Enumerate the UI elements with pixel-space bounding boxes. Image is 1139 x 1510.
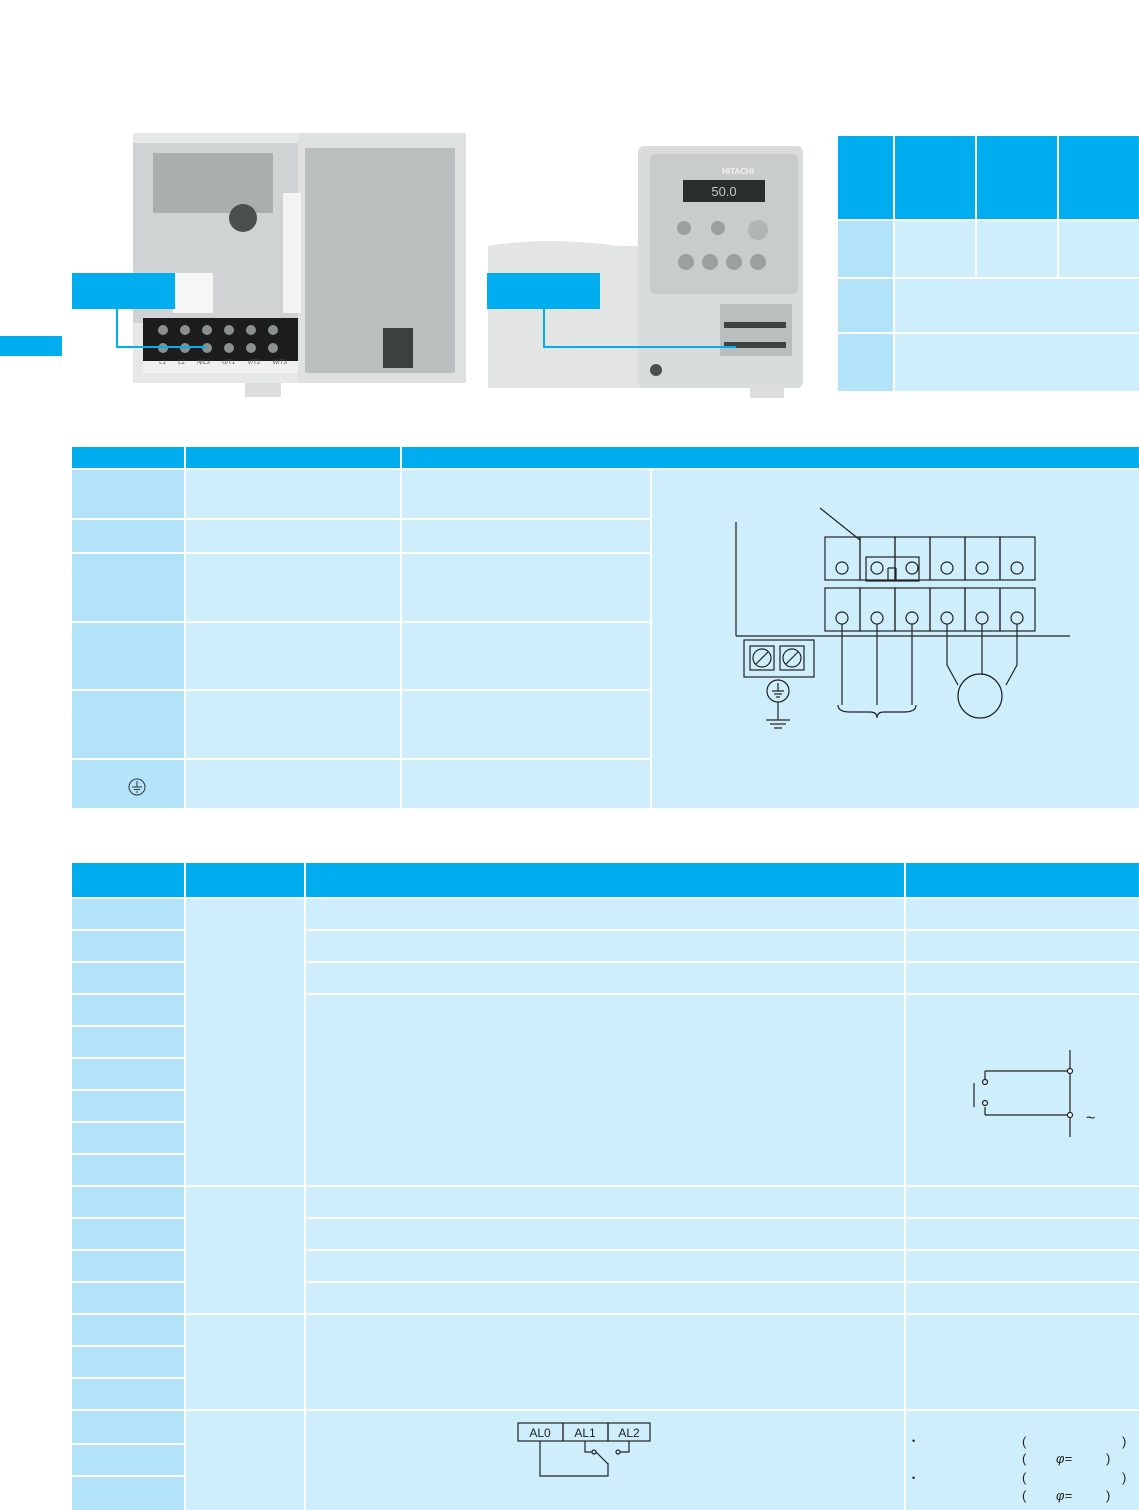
paren-close: ) bbox=[1122, 1470, 1127, 1485]
table-row bbox=[72, 1123, 184, 1153]
terminal-label: L1 bbox=[159, 360, 166, 366]
group-cell bbox=[186, 1315, 304, 1409]
table-row bbox=[72, 899, 184, 929]
table-row bbox=[72, 760, 184, 808]
table-row bbox=[72, 1059, 184, 1089]
table-header bbox=[72, 447, 1139, 468]
paren-close: ) bbox=[1122, 1434, 1127, 1449]
power-factor-symbol: φ= bbox=[1056, 1451, 1073, 1466]
table-row bbox=[72, 623, 184, 689]
section-tab bbox=[0, 336, 62, 356]
table-row bbox=[72, 931, 184, 961]
bullet: • bbox=[912, 1473, 916, 1483]
table-row bbox=[72, 1155, 184, 1185]
table-row bbox=[72, 691, 184, 758]
main-circuit-wiring-diagram bbox=[735, 507, 1070, 729]
table-row bbox=[72, 1315, 184, 1345]
main-circuit-terminal-photo: L1 L2 N/L3 U/T1 V/T2 W/T3 bbox=[133, 133, 466, 383]
terminal-block-stub bbox=[750, 384, 784, 398]
terminal-label: V/T2 bbox=[247, 360, 261, 366]
panel-brand: HITACHI bbox=[722, 167, 754, 176]
inverter-open-photo-graphic bbox=[133, 133, 466, 383]
ac-tilde: ~ bbox=[1086, 1110, 1095, 1127]
table-row bbox=[72, 1347, 184, 1377]
ground-icon bbox=[128, 778, 146, 796]
control-circuit-callout-label bbox=[487, 273, 600, 309]
power-factor-symbol: φ= bbox=[1056, 1488, 1073, 1503]
relay-label-al0: AL0 bbox=[529, 1426, 551, 1440]
paren-close: ) bbox=[1106, 1488, 1111, 1503]
panel-display-text: 50.0 bbox=[711, 184, 736, 199]
relay-spec-notes: • ( ) ( φ= ) • ( ) ( φ= ) bbox=[910, 1434, 1135, 1508]
terminal-label: N/L3 bbox=[197, 360, 210, 366]
table-row bbox=[72, 1091, 184, 1121]
table-row bbox=[72, 1477, 184, 1510]
table-row bbox=[72, 1379, 184, 1409]
terminal-label: L2 bbox=[178, 360, 185, 366]
table-row bbox=[72, 520, 184, 552]
table-row bbox=[72, 963, 184, 993]
terminal-label: W/T3 bbox=[272, 360, 287, 366]
main-circuit-terminal-table bbox=[72, 447, 1139, 808]
paren-close: ) bbox=[1106, 1451, 1111, 1466]
terminal-block-stub bbox=[245, 383, 281, 397]
input-contact-diagram: ~ bbox=[973, 1050, 1095, 1137]
table-row bbox=[72, 1283, 184, 1313]
table-row bbox=[72, 554, 184, 621]
table-row bbox=[72, 1027, 184, 1057]
paren-open: ( bbox=[1022, 1488, 1027, 1503]
table-row bbox=[72, 995, 184, 1025]
relay-label-al1: AL1 bbox=[574, 1426, 596, 1440]
callout-leader-line bbox=[543, 309, 736, 348]
table-row bbox=[72, 1187, 184, 1217]
group-cell bbox=[186, 1187, 304, 1313]
paren-open: ( bbox=[1022, 1434, 1027, 1449]
main-circuit-callout-label bbox=[72, 273, 175, 309]
terminal-screws bbox=[158, 325, 278, 353]
table-header bbox=[72, 863, 184, 897]
paren-open: ( bbox=[1022, 1470, 1027, 1485]
bullet: • bbox=[912, 1436, 916, 1446]
group-cell bbox=[186, 1411, 304, 1510]
callout-leader-line bbox=[116, 309, 206, 348]
terminal-label: U/T1 bbox=[222, 360, 236, 366]
table-row bbox=[72, 1251, 184, 1281]
table-row bbox=[72, 1445, 184, 1475]
table-row bbox=[72, 1219, 184, 1249]
table-row bbox=[72, 470, 184, 518]
inverter-front-photo-graphic: 50.0 HITACHI bbox=[488, 146, 803, 388]
relay-label-al2: AL2 bbox=[618, 1426, 640, 1440]
control-circuit-terminal-table bbox=[72, 863, 1139, 1510]
table-row bbox=[72, 1411, 184, 1443]
relay-output-diagram: AL0 AL1 AL2 bbox=[517, 1422, 651, 1477]
spec-table-small bbox=[838, 136, 1139, 391]
paren-open: ( bbox=[1022, 1451, 1027, 1466]
control-circuit-terminal-photo: 50.0 HITACHI bbox=[488, 146, 808, 388]
wiring-diagram-cell bbox=[652, 470, 1139, 808]
group-cell bbox=[186, 899, 304, 1185]
